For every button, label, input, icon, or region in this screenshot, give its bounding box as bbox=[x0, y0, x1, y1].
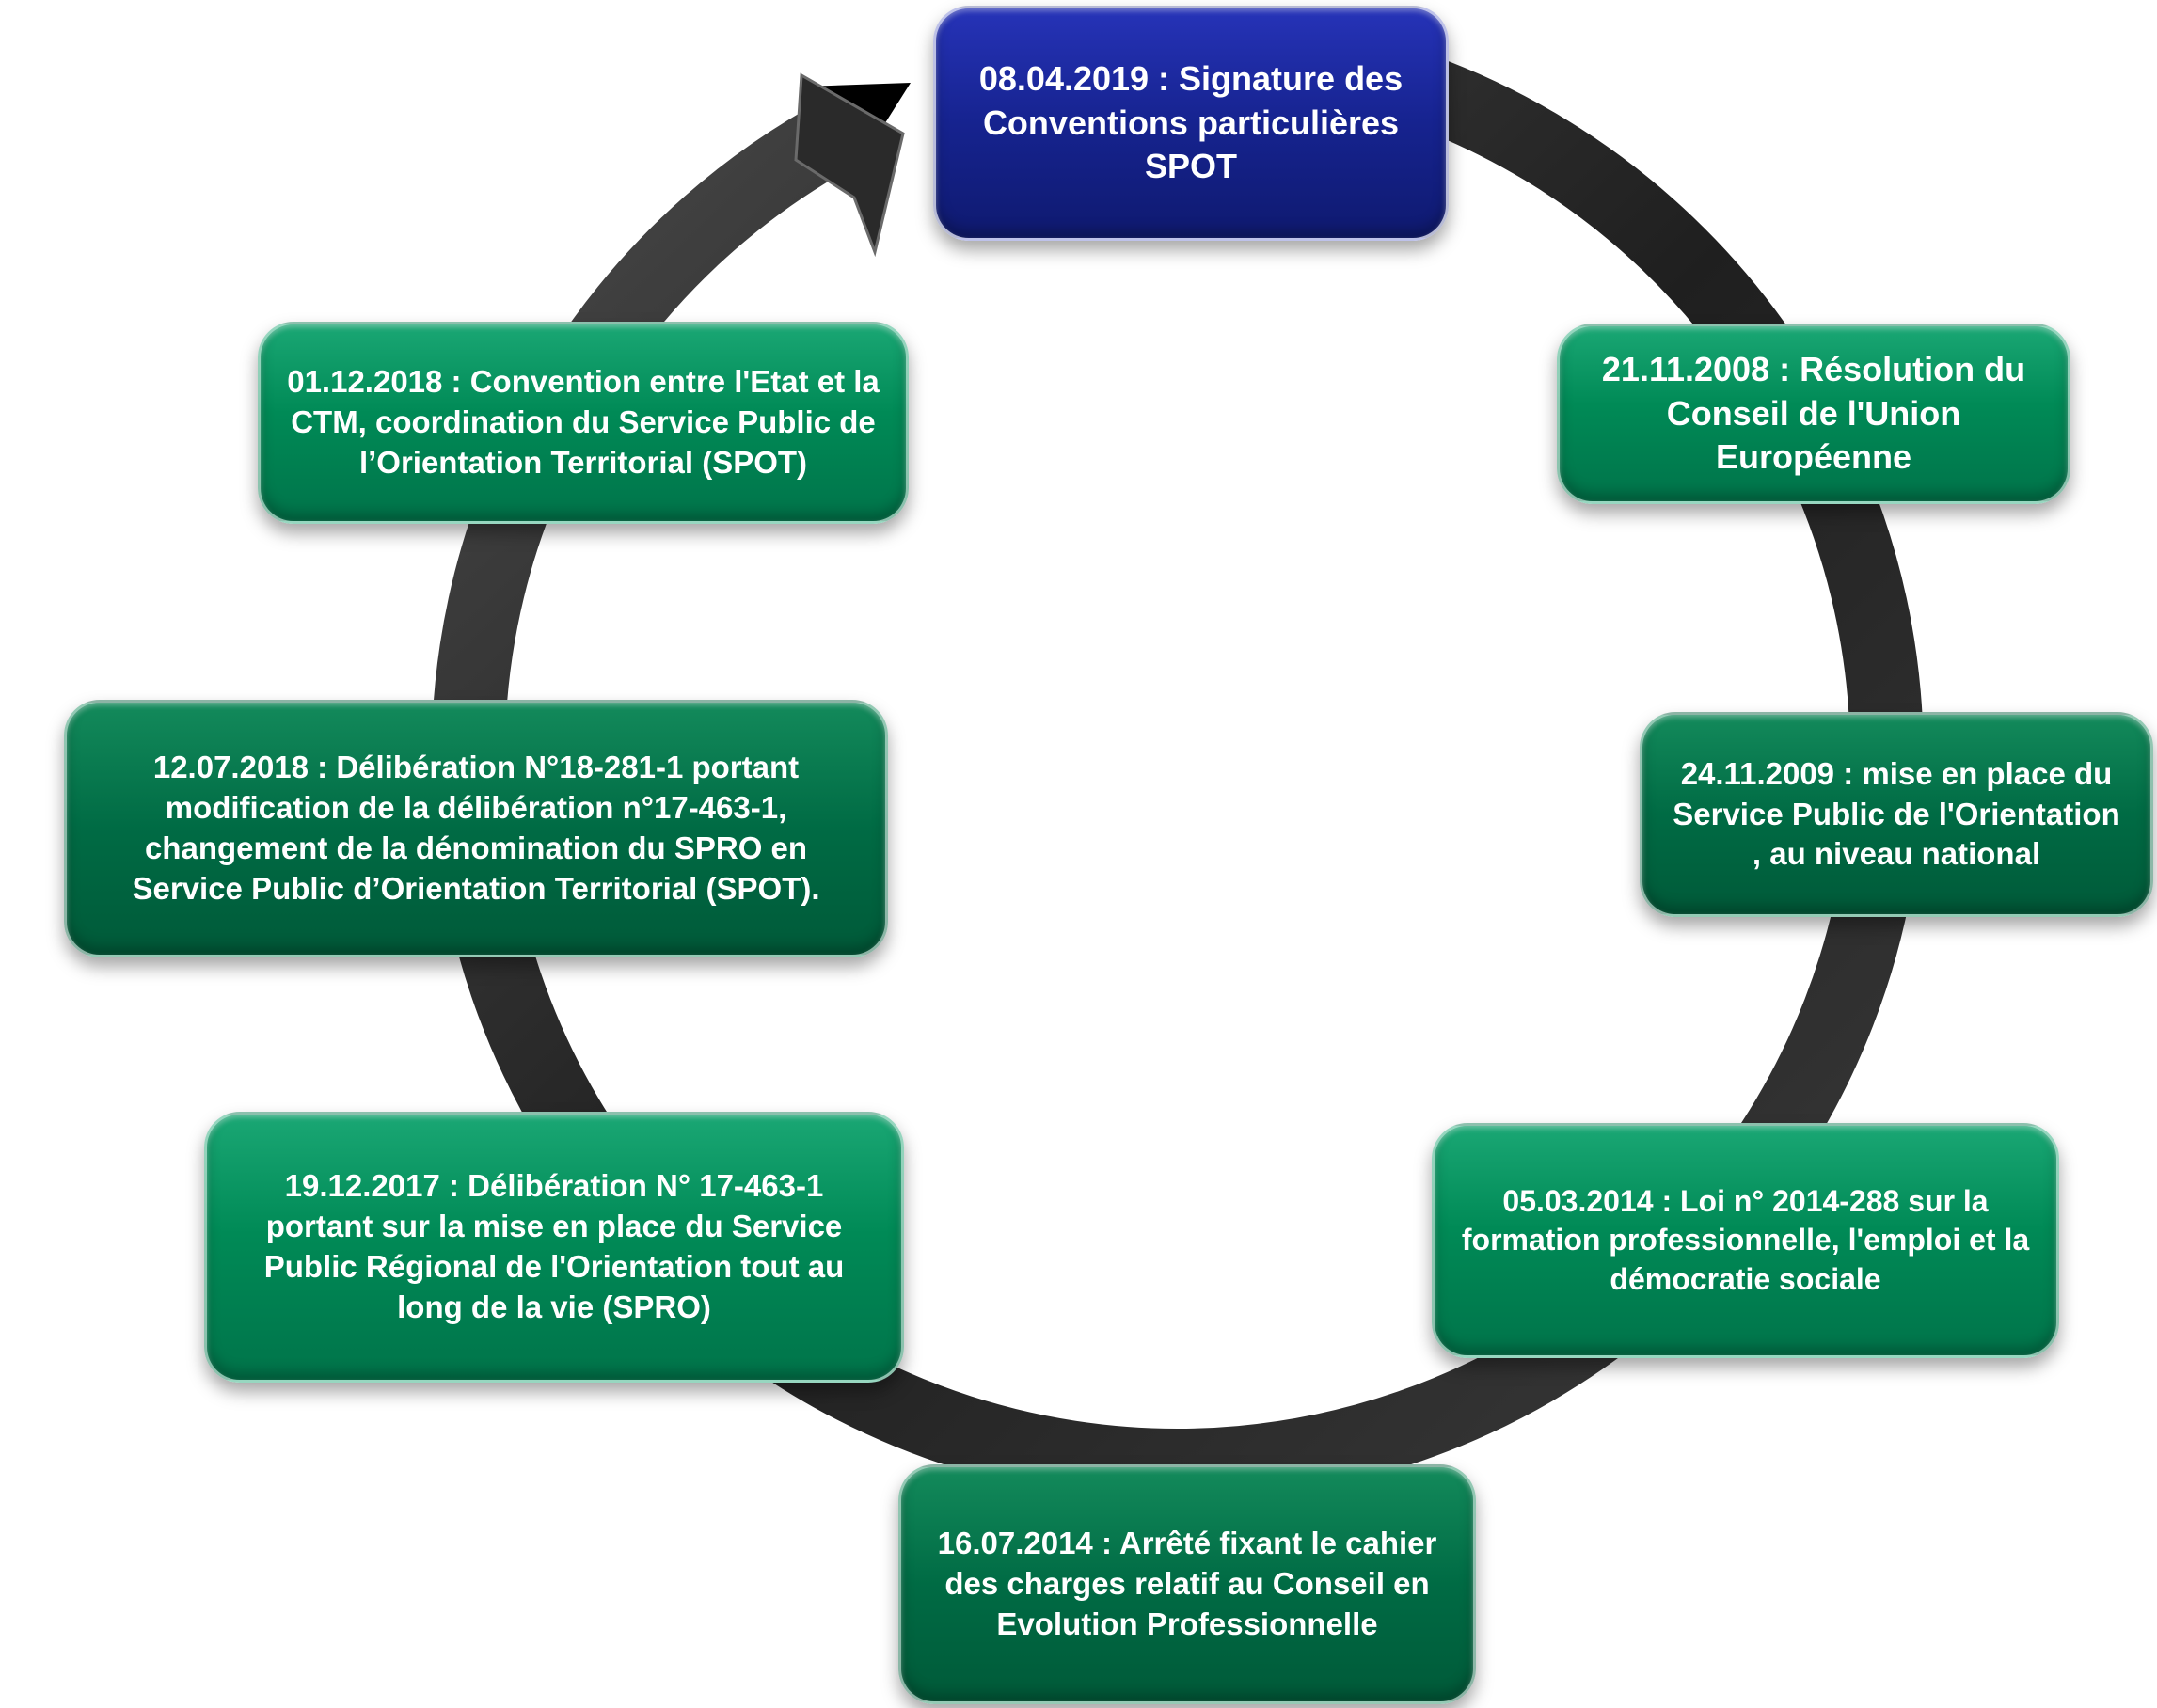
cycle-arc bbox=[431, 52, 1924, 1502]
timeline-node-2009-11: 24.11.2009 : mise en place du Service Pu… bbox=[1640, 712, 2153, 917]
timeline-node-2014-03: 05.03.2014 : Loi n° 2014-288 sur la form… bbox=[1432, 1123, 2059, 1358]
node-label: 08.04.2019 : Signature des Conventions p… bbox=[978, 58, 1404, 186]
timeline-node-2018-07: 12.07.2018 : Délibération N°18-281-1 por… bbox=[64, 700, 888, 957]
node-label: 16.07.2014 : Arrêté fixant le cahier des… bbox=[937, 1526, 1437, 1641]
node-label: 21.11.2008 : Résolution du Conseil de l'… bbox=[1601, 349, 2026, 477]
node-label: 05.03.2014 : Loi n° 2014-288 sur la form… bbox=[1461, 1183, 2030, 1296]
node-label: 24.11.2009 : mise en place du Service Pu… bbox=[1673, 755, 2120, 872]
arrow-tip bbox=[794, 72, 905, 258]
node-label: 12.07.2018 : Délibération N°18-281-1 por… bbox=[132, 750, 820, 906]
timeline-node-2019-04: 08.04.2019 : Signature des Conventions p… bbox=[933, 6, 1449, 241]
timeline-node-2017-12: 19.12.2017 : Délibération N° 17-463-1 po… bbox=[204, 1112, 904, 1383]
timeline-node-2014-07: 16.07.2014 : Arrêté fixant le cahier des… bbox=[898, 1464, 1476, 1704]
node-label: 01.12.2018 : Convention entre l'Etat et … bbox=[287, 364, 880, 480]
node-label: 19.12.2017 : Délibération N° 17-463-1 po… bbox=[263, 1168, 845, 1324]
timeline-node-2008-11: 21.11.2008 : Résolution du Conseil de l'… bbox=[1557, 324, 2070, 504]
timeline-node-2018-12: 01.12.2018 : Convention entre l'Etat et … bbox=[258, 322, 909, 524]
